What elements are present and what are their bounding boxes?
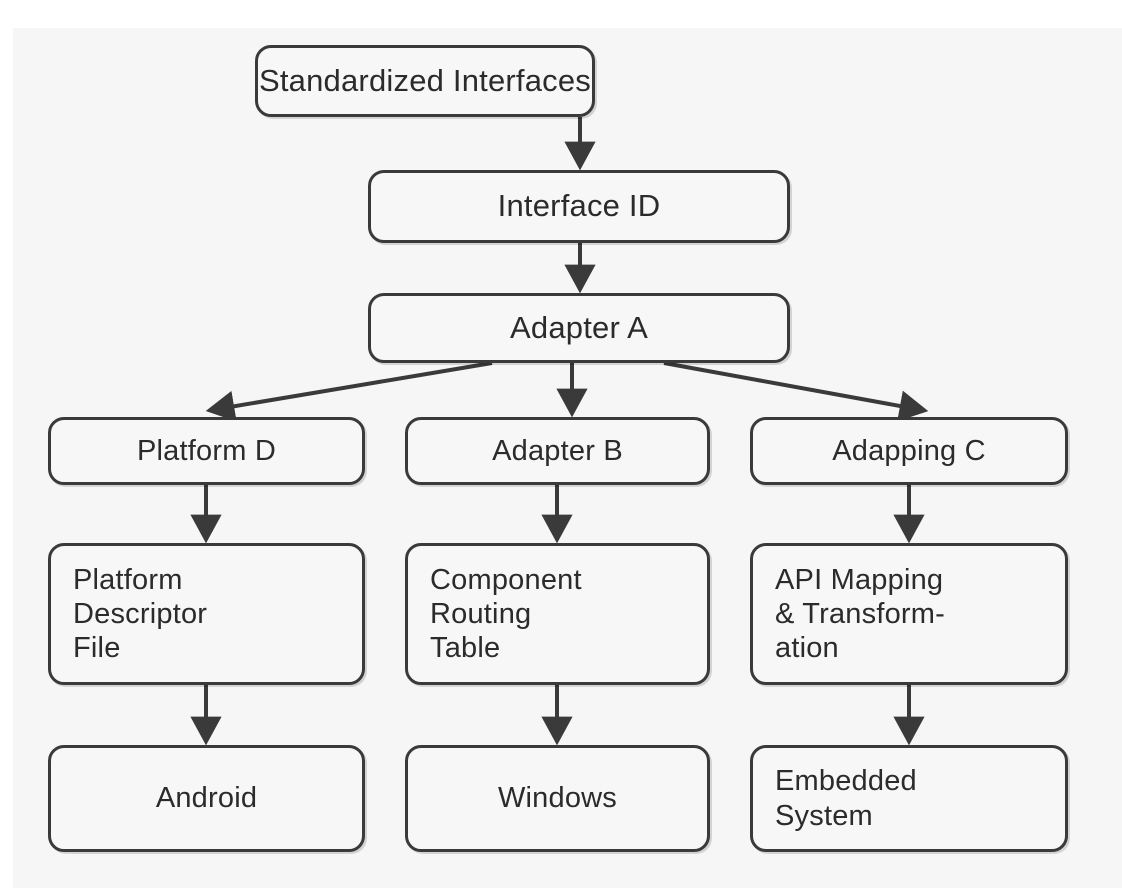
node-standardized-interfaces[interactable]: Standardized Interfaces (255, 45, 595, 117)
node-api-mapping-transformation[interactable]: API Mapping & Transform- ation (750, 543, 1068, 685)
node-adapping-c-label: Adapping C (832, 434, 986, 467)
node-android-label: Android (155, 782, 258, 815)
node-interface-id-label: Interface ID (497, 188, 661, 224)
edge-adapter-a-to-platform-d (205, 361, 493, 422)
node-platform-descriptor-file[interactable]: Platform Descriptor File (48, 543, 365, 685)
node-api-mapping-transformation-label: API Mapping & Transform- ation (775, 563, 945, 665)
node-platform-d[interactable]: Platform D (48, 417, 365, 485)
node-android[interactable]: Android (48, 745, 365, 852)
edge-adapter-a-to-adapping-c (663, 361, 929, 422)
node-embedded-system[interactable]: Embedded System (750, 745, 1068, 852)
node-windows-label: Windows (497, 782, 618, 815)
node-platform-descriptor-file-label: Platform Descriptor File (73, 563, 208, 665)
node-interface-id[interactable]: Interface ID (368, 170, 790, 243)
node-standardized-interfaces-label: Standardized Interfaces (258, 62, 592, 98)
node-embedded-system-label: Embedded System (775, 765, 917, 832)
node-component-routing-table[interactable]: Component Routing Table (405, 543, 710, 685)
node-adapter-a[interactable]: Adapter A (368, 293, 790, 363)
node-adapter-b-label: Adapter B (492, 434, 623, 467)
node-windows[interactable]: Windows (405, 745, 710, 852)
node-adapter-b[interactable]: Adapter B (405, 417, 710, 485)
node-platform-d-label: Platform D (137, 434, 276, 467)
node-adapping-c[interactable]: Adapping C (750, 417, 1068, 485)
node-component-routing-table-label: Component Routing Table (430, 563, 582, 665)
node-adapter-a-label: Adapter A (510, 309, 648, 345)
